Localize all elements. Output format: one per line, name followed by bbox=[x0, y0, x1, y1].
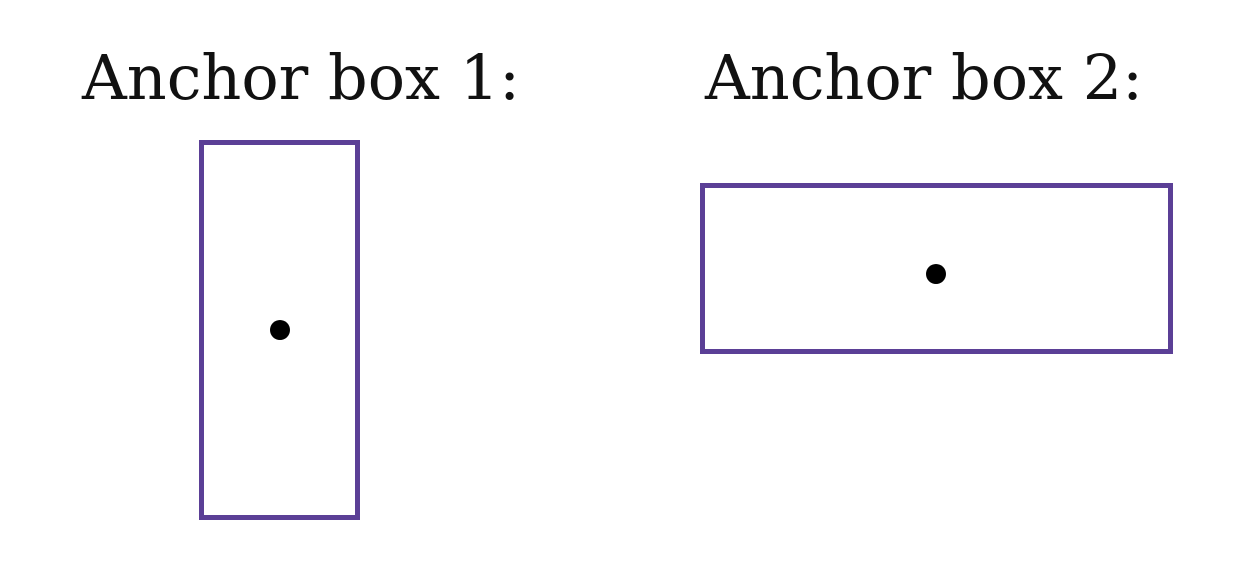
anchor-box-2-center-dot bbox=[926, 264, 946, 284]
anchor-box-1-title: Anchor box 1: bbox=[82, 41, 521, 114]
anchor-box-1-center-dot bbox=[270, 320, 290, 340]
anchor-box-2-title: Anchor box 2: bbox=[705, 41, 1144, 114]
